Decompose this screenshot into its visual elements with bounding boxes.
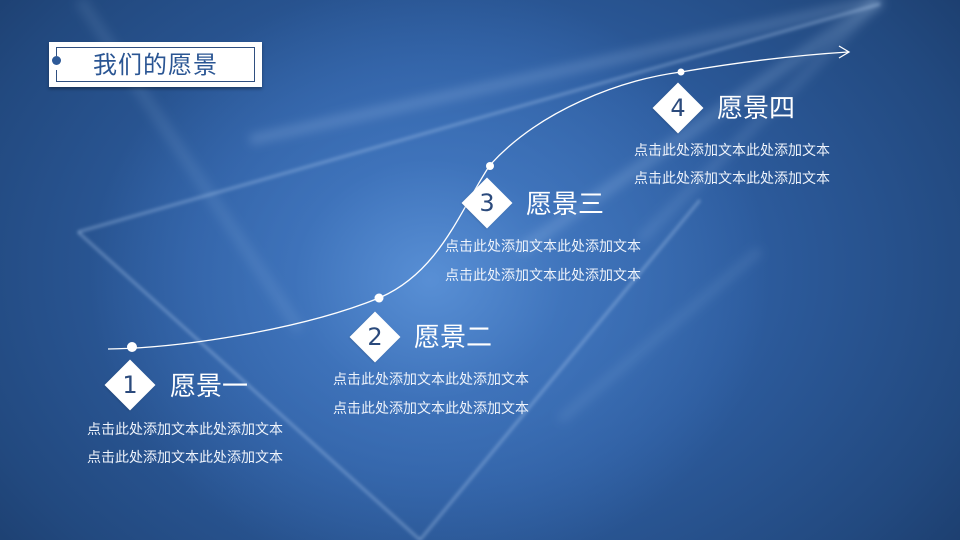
step-text-line[interactable]: 点击此处添加文本此处添加文本 <box>333 401 529 417</box>
title-bracket <box>56 47 57 56</box>
step-number: 3 <box>479 189 495 217</box>
page-title[interactable]: 我们的愿景 <box>93 51 218 79</box>
step-number: 1 <box>122 371 138 399</box>
timeline-dot-3 <box>486 162 494 170</box>
step-text-line[interactable]: 点击此处添加文本此处添加文本 <box>87 450 283 466</box>
title-bracket <box>56 70 57 82</box>
circle-dot-icon <box>52 56 61 65</box>
step-text-line[interactable]: 点击此处添加文本此处添加文本 <box>87 422 283 438</box>
step-heading[interactable]: 愿景四 <box>717 94 796 124</box>
step-text-line[interactable]: 点击此处添加文本此处添加文本 <box>333 372 529 388</box>
title-frame <box>56 47 255 82</box>
timeline-dot-1 <box>127 342 137 352</box>
step-heading[interactable]: 愿景二 <box>414 323 493 353</box>
title-box: 我们的愿景 <box>49 42 262 87</box>
step-heading[interactable]: 愿景三 <box>526 190 605 220</box>
timeline-dot-2 <box>374 293 384 303</box>
step-text-line[interactable]: 点击此处添加文本此处添加文本 <box>634 171 830 187</box>
step-heading[interactable]: 愿景一 <box>170 372 249 402</box>
step-text-line[interactable]: 点击此处添加文本此处添加文本 <box>445 268 641 284</box>
timeline-dot-4 <box>677 68 685 76</box>
step-number: 2 <box>367 323 383 351</box>
step-number: 4 <box>670 94 686 122</box>
step-text-line[interactable]: 点击此处添加文本此处添加文本 <box>445 239 641 255</box>
step-text-line[interactable]: 点击此处添加文本此处添加文本 <box>634 143 830 159</box>
arrow-right-icon <box>838 45 851 59</box>
timeline-curve <box>107 51 849 350</box>
